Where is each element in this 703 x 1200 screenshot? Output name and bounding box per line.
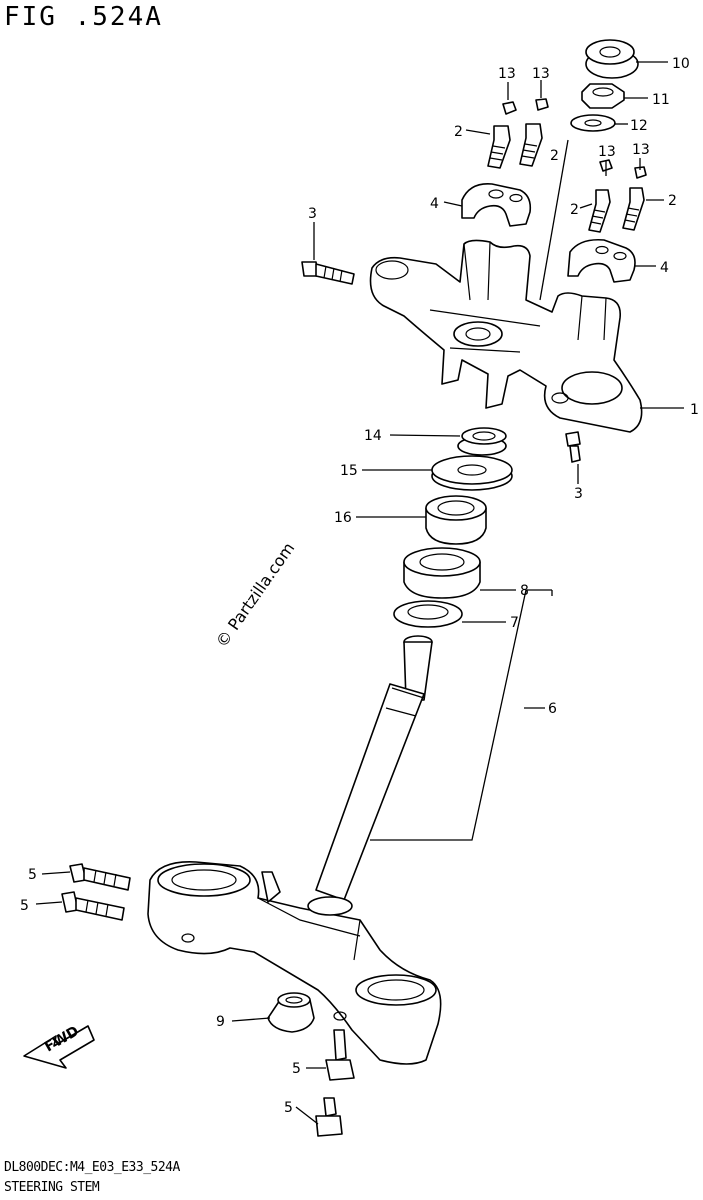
part-10-cap-nut[interactable] (585, 39, 639, 79)
callout-4-a: 4 (430, 196, 439, 212)
part-11-nut[interactable] (581, 83, 625, 109)
part-7-seal[interactable] (393, 600, 463, 628)
callout-2-b: 2 (550, 148, 559, 164)
part-1-upper-bracket[interactable] (369, 239, 643, 433)
part-2-bolt-a[interactable] (487, 125, 511, 169)
part-3-bolt-right[interactable] (565, 431, 581, 463)
callout-labels: 10 11 12 13 13 13 13 2 2 2 2 3 3 4 4 1 1… (20, 56, 699, 1116)
callout-8: 8 (520, 583, 529, 599)
callout-13-a: 13 (498, 66, 516, 82)
callout-4-b: 4 (660, 260, 669, 276)
part-13-cap-a[interactable] (502, 101, 517, 115)
fwd-arrow-icon: FWD (23, 1023, 95, 1069)
callout-2-c: 2 (570, 202, 579, 218)
part-5-bolt-c[interactable] (325, 1029, 355, 1081)
callout-3-b: 3 (574, 486, 583, 502)
part-2-bolt-d[interactable] (622, 187, 645, 231)
part-13-cap-d[interactable] (634, 166, 647, 179)
part-5-bolt-b[interactable] (61, 891, 125, 921)
part-5-bolt-a[interactable] (69, 863, 131, 891)
callout-3-a: 3 (308, 206, 317, 222)
callout-11: 11 (652, 92, 670, 108)
callout-9: 9 (216, 1014, 225, 1030)
part-16-bearing[interactable] (425, 495, 487, 545)
part-15-washer[interactable] (431, 455, 513, 491)
part-2-bolt-b[interactable] (519, 123, 543, 167)
callout-5-c: 5 (292, 1061, 301, 1077)
callout-16: 16 (334, 510, 352, 526)
callout-6: 6 (548, 701, 557, 717)
callout-7: 7 (510, 615, 519, 631)
callout-1: 1 (690, 402, 699, 418)
part-14-lock-nut[interactable] (457, 427, 507, 456)
callout-10: 10 (672, 56, 690, 72)
callout-2-a: 2 (454, 124, 463, 140)
part-8-bearing[interactable] (403, 547, 481, 599)
callout-5-d: 5 (284, 1100, 293, 1116)
part-6-steering-stem[interactable] (147, 635, 442, 1065)
footer-name: STEERING STEM (4, 1180, 100, 1195)
callout-13-d: 13 (632, 142, 650, 158)
callout-13-b: 13 (532, 66, 550, 82)
part-3-bolt-left[interactable] (301, 261, 355, 285)
callout-5-b: 5 (20, 898, 29, 914)
part-4-holder-left[interactable] (461, 183, 532, 227)
part-13-cap-b[interactable] (535, 98, 549, 111)
part-5-bolt-d[interactable] (315, 1097, 343, 1137)
callout-5-a: 5 (28, 867, 37, 883)
part-4-holder-right[interactable] (567, 238, 636, 283)
part-12-washer[interactable] (570, 114, 616, 132)
callout-15: 15 (340, 463, 358, 479)
figure-title: FIG .524A (4, 2, 163, 32)
callout-2-d: 2 (668, 193, 677, 209)
callout-13-c: 13 (598, 144, 616, 160)
leader-lines (35, 61, 684, 1125)
footer-code: DL800DEC:M4_E03_E33_524A (4, 1160, 180, 1175)
callout-12: 12 (630, 118, 648, 134)
part-2-bolt-c[interactable] (588, 189, 611, 233)
part-9-stopper[interactable] (267, 992, 315, 1033)
callout-14: 14 (364, 428, 382, 444)
